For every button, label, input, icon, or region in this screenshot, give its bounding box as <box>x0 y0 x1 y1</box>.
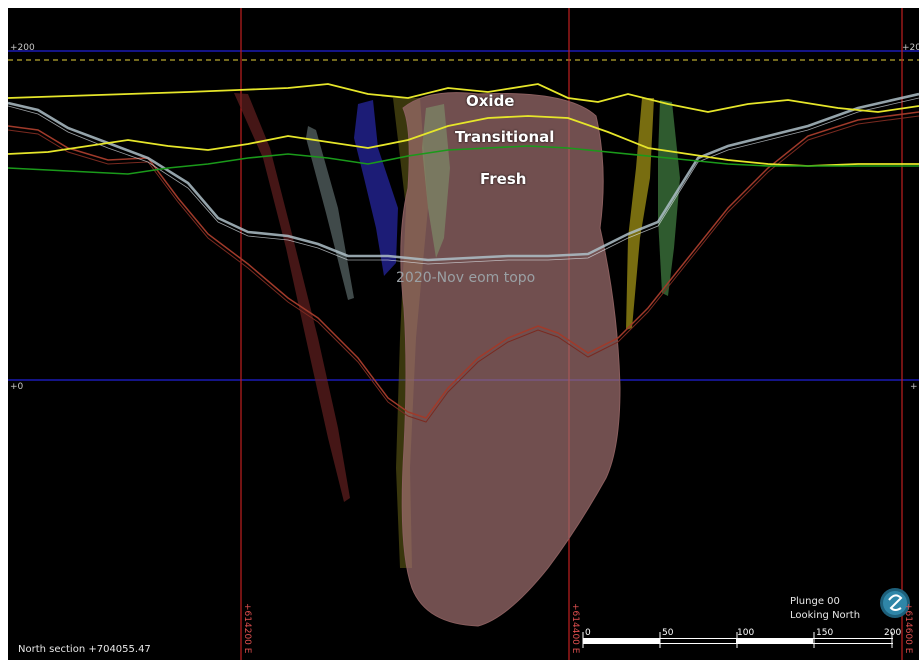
easting-label-614200: +614200 E <box>242 603 252 654</box>
scale-bar <box>582 632 893 648</box>
ore-body[interactable] <box>400 92 621 627</box>
elevation-label-0-right: + <box>910 382 918 392</box>
green-dyke-right <box>658 100 680 296</box>
scale-tick-200: 200 <box>884 628 902 638</box>
transitional-boundary <box>8 115 919 167</box>
direction-label: Looking North <box>790 610 861 621</box>
scale-tick-50: 50 <box>662 628 674 638</box>
scale-tick-150: 150 <box>816 628 834 638</box>
easting-label-614400: +614400 E <box>570 603 580 654</box>
compass-icon[interactable] <box>880 588 910 618</box>
transitional-label: Transitional <box>455 128 555 146</box>
elevation-label-200-right: +20 <box>902 43 919 53</box>
easting-label-614600: +614600 E <box>903 603 913 654</box>
elevation-label-0-left: +0 <box>10 382 24 392</box>
pit-shell <box>8 111 919 419</box>
fresh-boundary <box>8 145 919 175</box>
yellow-dyke <box>626 98 654 330</box>
scale-tick-0: 0 <box>585 628 591 638</box>
plunge-label: Plunge 00 <box>790 596 840 607</box>
topo-label: 2020-Nov eom topo <box>396 270 536 286</box>
section-scene[interactable] <box>8 8 919 660</box>
blue-intrusion <box>354 100 398 276</box>
green-dyke-left <box>422 104 450 258</box>
pit-shell-inner <box>8 115 919 423</box>
fresh-label: Fresh <box>480 170 527 188</box>
topo-surface[interactable] <box>8 92 919 262</box>
oxide-boundary <box>8 83 919 113</box>
scale-tick-100: 100 <box>737 628 755 638</box>
section-viewport[interactable]: Oxide Transitional Fresh 2020-Nov eom to… <box>8 8 919 660</box>
section-label: North section +704055.47 <box>18 644 151 655</box>
oxide-label: Oxide <box>466 92 515 110</box>
elevation-label-200-left: +200 <box>10 43 35 53</box>
topo-surface-edge <box>8 97 919 265</box>
grey-dyke <box>306 126 354 300</box>
red-dyke <box>234 93 350 502</box>
